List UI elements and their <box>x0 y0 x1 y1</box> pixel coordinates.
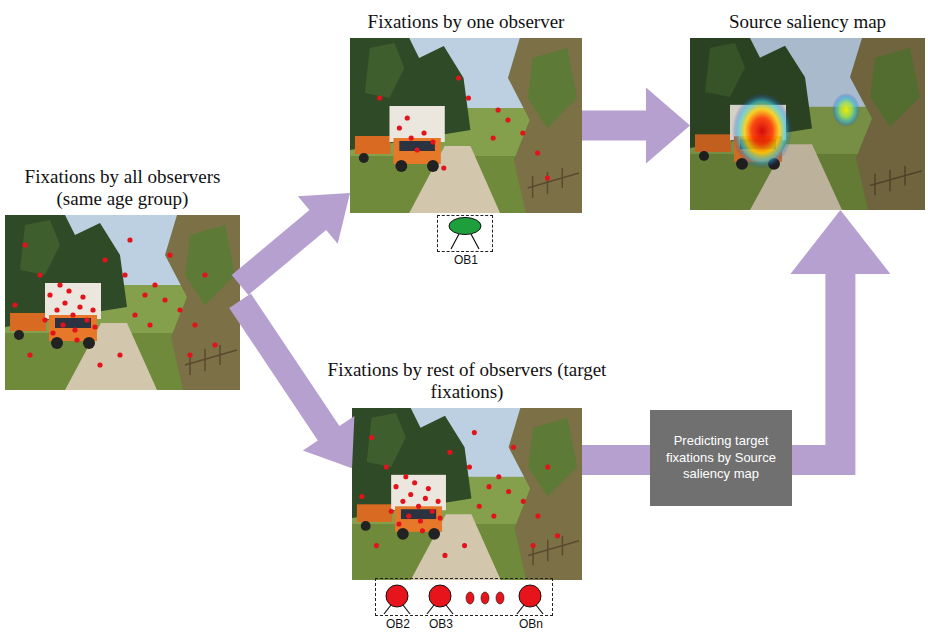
photo-panel: Fixations by rest of observers (target f… <box>352 408 582 580</box>
flow-arrow <box>790 210 890 460</box>
photo <box>690 38 925 210</box>
fixation-dots <box>377 75 550 180</box>
photo-shade <box>690 38 925 210</box>
arrow-head <box>303 416 355 468</box>
ellipsis-dots <box>466 592 504 604</box>
observer-label: OB2 <box>386 617 410 631</box>
observer-label: OBn <box>519 617 543 631</box>
arrow-shaft <box>240 301 330 435</box>
photo <box>5 215 240 390</box>
photo-panel: Source saliency map <box>690 38 925 210</box>
arrow-shaft <box>582 445 650 475</box>
observer-label: OB1 <box>454 253 478 267</box>
process-box: Predicting target fixations by Source sa… <box>650 410 792 506</box>
observer-label: OB3 <box>429 617 453 631</box>
observer-figure <box>449 218 481 250</box>
saliency-blob <box>732 93 792 169</box>
photo <box>350 38 582 213</box>
fixation-dots <box>359 430 560 558</box>
observer-box: OB1 <box>437 215 493 252</box>
observer-figure <box>517 585 543 614</box>
arrow-head <box>790 210 890 274</box>
saliency-blob <box>832 93 860 127</box>
arrow-head <box>298 193 350 244</box>
panel-heading: Fixations by all observers (same age gro… <box>3 166 243 210</box>
arrow-shaft <box>240 219 319 285</box>
observer-figure <box>427 585 453 614</box>
arrow-shaft <box>582 111 648 141</box>
arrow-shaft <box>792 272 840 460</box>
flow-arrow <box>582 459 650 460</box>
observer-box: OB2OB3OBn <box>375 578 553 616</box>
flow-arrow <box>240 193 350 285</box>
panel-heading: Fixations by rest of observers (target f… <box>327 359 607 403</box>
photo-panel: Fixations by one observer <box>350 38 582 213</box>
flow-arrow <box>240 301 354 468</box>
photo <box>352 408 582 580</box>
arrow-head <box>646 88 690 164</box>
process-text: Predicting target fixations by Source sa… <box>658 433 784 484</box>
panel-heading: Source saliency map <box>690 11 926 33</box>
flow-arrow <box>582 88 690 164</box>
observer-figure <box>384 585 410 614</box>
panel-heading: Fixations by one observer <box>316 11 616 33</box>
fixation-dots <box>12 237 217 367</box>
photo-panel: Fixations by all observers (same age gro… <box>5 215 240 390</box>
